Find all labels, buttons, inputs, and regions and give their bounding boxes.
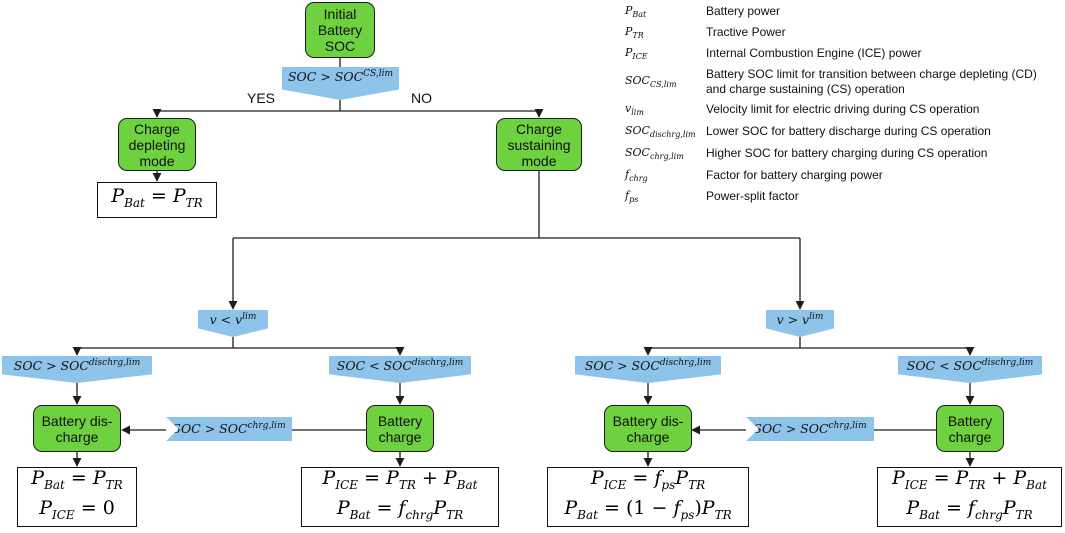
legend-desc: Higher SOC for battery charging during C… (706, 146, 988, 160)
right-battery-discharge-box: Battery dis-charge (604, 405, 692, 452)
left-battery-discharge-box: Battery dis-charge (33, 405, 121, 452)
equation-cd-mode: PBat = PTR (97, 182, 217, 218)
legend-symbol: SOCdischrg,lim (625, 124, 696, 140)
left-charge-label: Battery charge (377, 412, 423, 445)
cd-mode-label: Charge depleting mode (128, 120, 186, 169)
initial-battery-soc-box: Initial Battery SOC (305, 2, 375, 58)
legend-desc: Battery power (706, 4, 781, 18)
equation-left-charge: PICE = PTR + PBat PBat = fchrgPTR (301, 467, 499, 527)
charge-sustaining-mode-box: Charge sustaining mode (496, 118, 582, 171)
right-charge-label: Battery charge (947, 412, 993, 445)
legend-symbol: SOCchrg,lim (625, 146, 684, 162)
right-battery-charge-box: Battery charge (936, 405, 1004, 452)
legend-desc: Power-split factor (706, 189, 799, 203)
initial-label: Initial Battery SOC (317, 6, 363, 54)
equation-left-discharge: PBat = PTR PICE = 0 (17, 467, 137, 527)
legend-symbol: vlim (625, 102, 644, 118)
legend-symbol: fps (625, 189, 639, 205)
equation-right-charge: PICE = PTR + PBat PBat = fchrgPTR (877, 467, 1062, 527)
charge-depleting-mode-box: Charge depleting mode (118, 118, 196, 171)
legend-desc: Battery SOC limit for transition between… (706, 67, 1037, 96)
legend-desc: Tractive Power (706, 25, 786, 39)
left-discharge-label: Battery dis-charge (41, 412, 113, 445)
legend-desc: Factor for battery charging power (706, 168, 883, 182)
legend-desc: Lower SOC for battery discharge during C… (706, 124, 991, 138)
legend-symbol: fchrg (625, 168, 648, 184)
right-discharge-label: Battery dis-charge (612, 412, 684, 445)
cs-mode-label: Charge sustaining mode (507, 120, 571, 169)
legend-desc: Internal Combustion Engine (ICE) power (706, 46, 922, 60)
legend-symbol: PTR (625, 25, 644, 41)
legend-desc: Velocity limit for electric driving duri… (706, 102, 980, 116)
equation-right-discharge: PICE = fpsPTR PBat = (1 − fps)PTR (547, 467, 749, 527)
legend-symbol: PBat (625, 4, 647, 20)
legend-symbol: SOCCS,lim (625, 74, 677, 90)
legend-symbol: PICE (625, 46, 648, 62)
left-battery-charge-box: Battery charge (366, 405, 434, 452)
yes-label: YES (247, 90, 276, 106)
no-label: NO (411, 90, 432, 106)
